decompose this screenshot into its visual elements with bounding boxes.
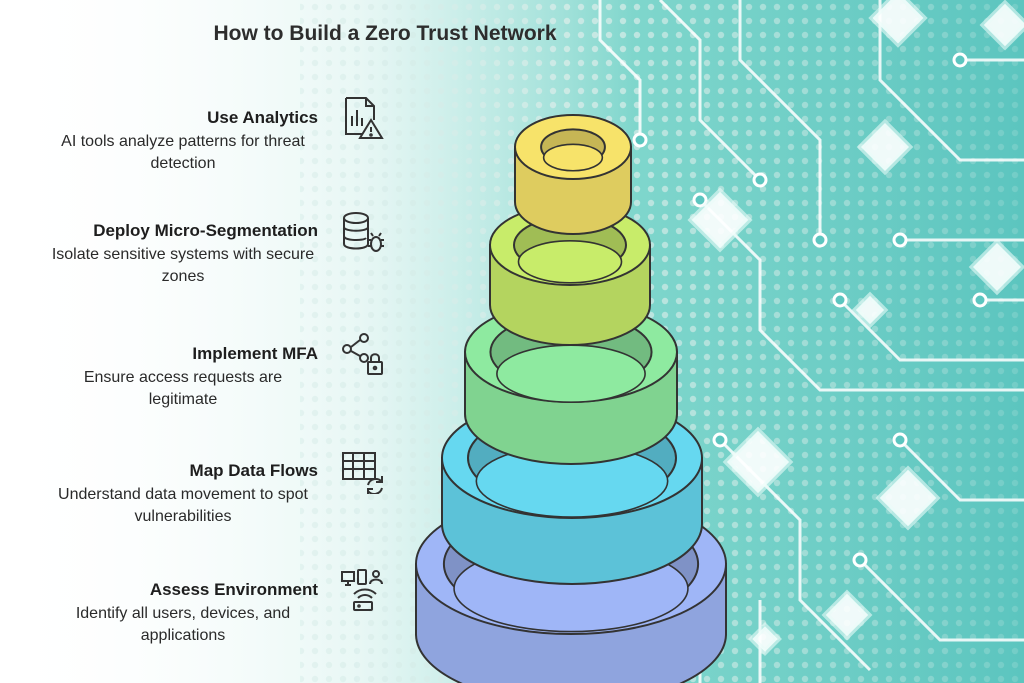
step-implement-mfa: Implement MFA Ensure access requests are… xyxy=(18,344,318,411)
step-map-data-flows: Map Data Flows Understand data movement … xyxy=(18,461,318,528)
step-description: Identify all users, devices, and applica… xyxy=(75,605,291,644)
step-description: Isolate sensitive systems with secure zo… xyxy=(51,246,315,285)
step-assess-environment: Assess Environment Identify all users, d… xyxy=(18,580,318,647)
step-title: Assess Environment xyxy=(149,580,318,599)
step-deploy-micro-segmentation: Deploy Micro-Segmentation Isolate sensit… xyxy=(18,221,318,288)
ring-use-analytics xyxy=(514,114,632,235)
table-sync-icon xyxy=(342,452,383,494)
step-description: Ensure access requests are legitimate xyxy=(83,369,283,408)
analytics-warning-icon xyxy=(345,97,384,139)
page-title: How to Build a Zero Trust Network xyxy=(213,22,557,45)
step-description: Understand data movement to spot vulnera… xyxy=(58,486,308,525)
step-description: AI tools analyze patterns for threat det… xyxy=(61,133,305,172)
step-title: Deploy Micro-Segmentation xyxy=(93,221,318,240)
share-lock-icon xyxy=(342,333,383,375)
database-bug-icon xyxy=(343,212,384,252)
devices-network-icon xyxy=(341,569,383,611)
step-title: Map Data Flows xyxy=(189,461,318,480)
step-title: Use Analytics xyxy=(207,108,318,127)
step-use-analytics: Use Analytics AI tools analyze patterns … xyxy=(18,108,318,175)
step-title: Implement MFA xyxy=(192,344,318,363)
